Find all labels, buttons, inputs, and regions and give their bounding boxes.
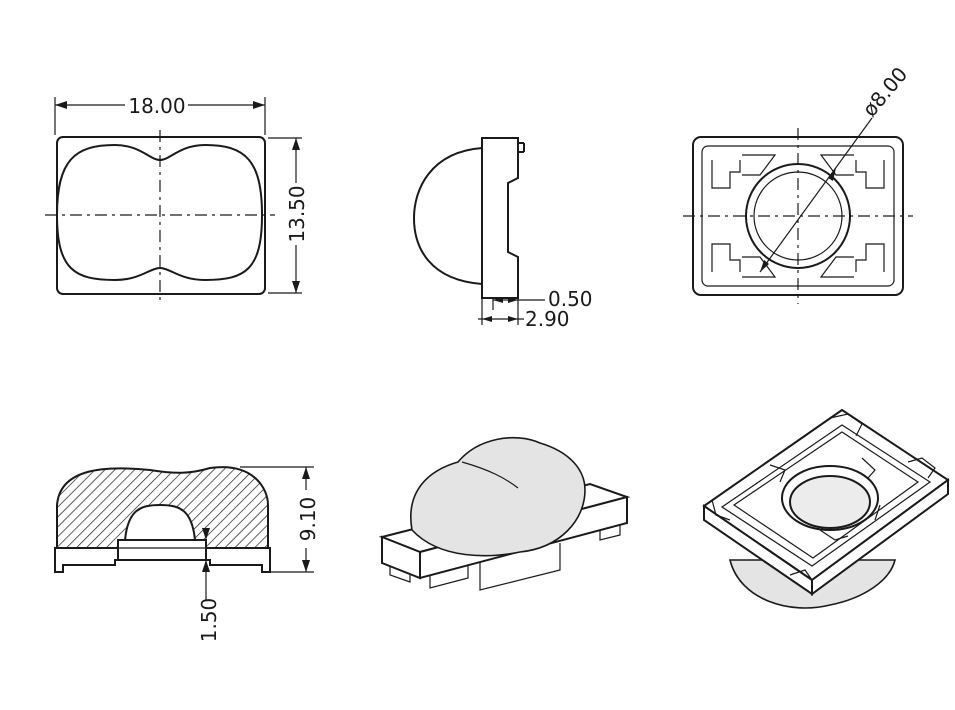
side-view-lens-profile [412,147,483,285]
width-label: 18.00 [128,94,185,118]
base-depth-label: 2.90 [525,307,570,331]
side-view-base-profile [481,137,519,299]
section-lens-outline [56,466,269,548]
corner-frame-br [855,243,885,272]
lens-circle-outer [745,163,851,269]
top-view: 18.00 13.50 [45,94,309,300]
lens-circle-inner [753,171,843,261]
iso-dome [410,436,586,557]
corner-frame-bl [711,243,741,272]
bottom-view: ø8.00 [683,62,913,304]
isometric-top-view [378,436,631,591]
section-cavity [123,503,197,541]
total-height-label: 9.10 [296,497,320,542]
iso-bottom-frame-inner [720,424,932,567]
corner-frame-tr [855,160,885,189]
iso-bottom-ring-inner [789,475,871,529]
flange-label: 0.50 [548,287,593,311]
cavity-height-label: 1.50 [197,598,221,643]
section-view: 9.10 1.50 [54,466,320,643]
diameter-label: ø8.00 [857,62,912,121]
isometric-bottom-view [702,408,950,609]
diameter-leader [759,117,873,273]
side-view: 0.50 2.90 [412,137,593,331]
height-label: 13.50 [285,185,309,242]
corner-frame-tl [711,160,741,189]
